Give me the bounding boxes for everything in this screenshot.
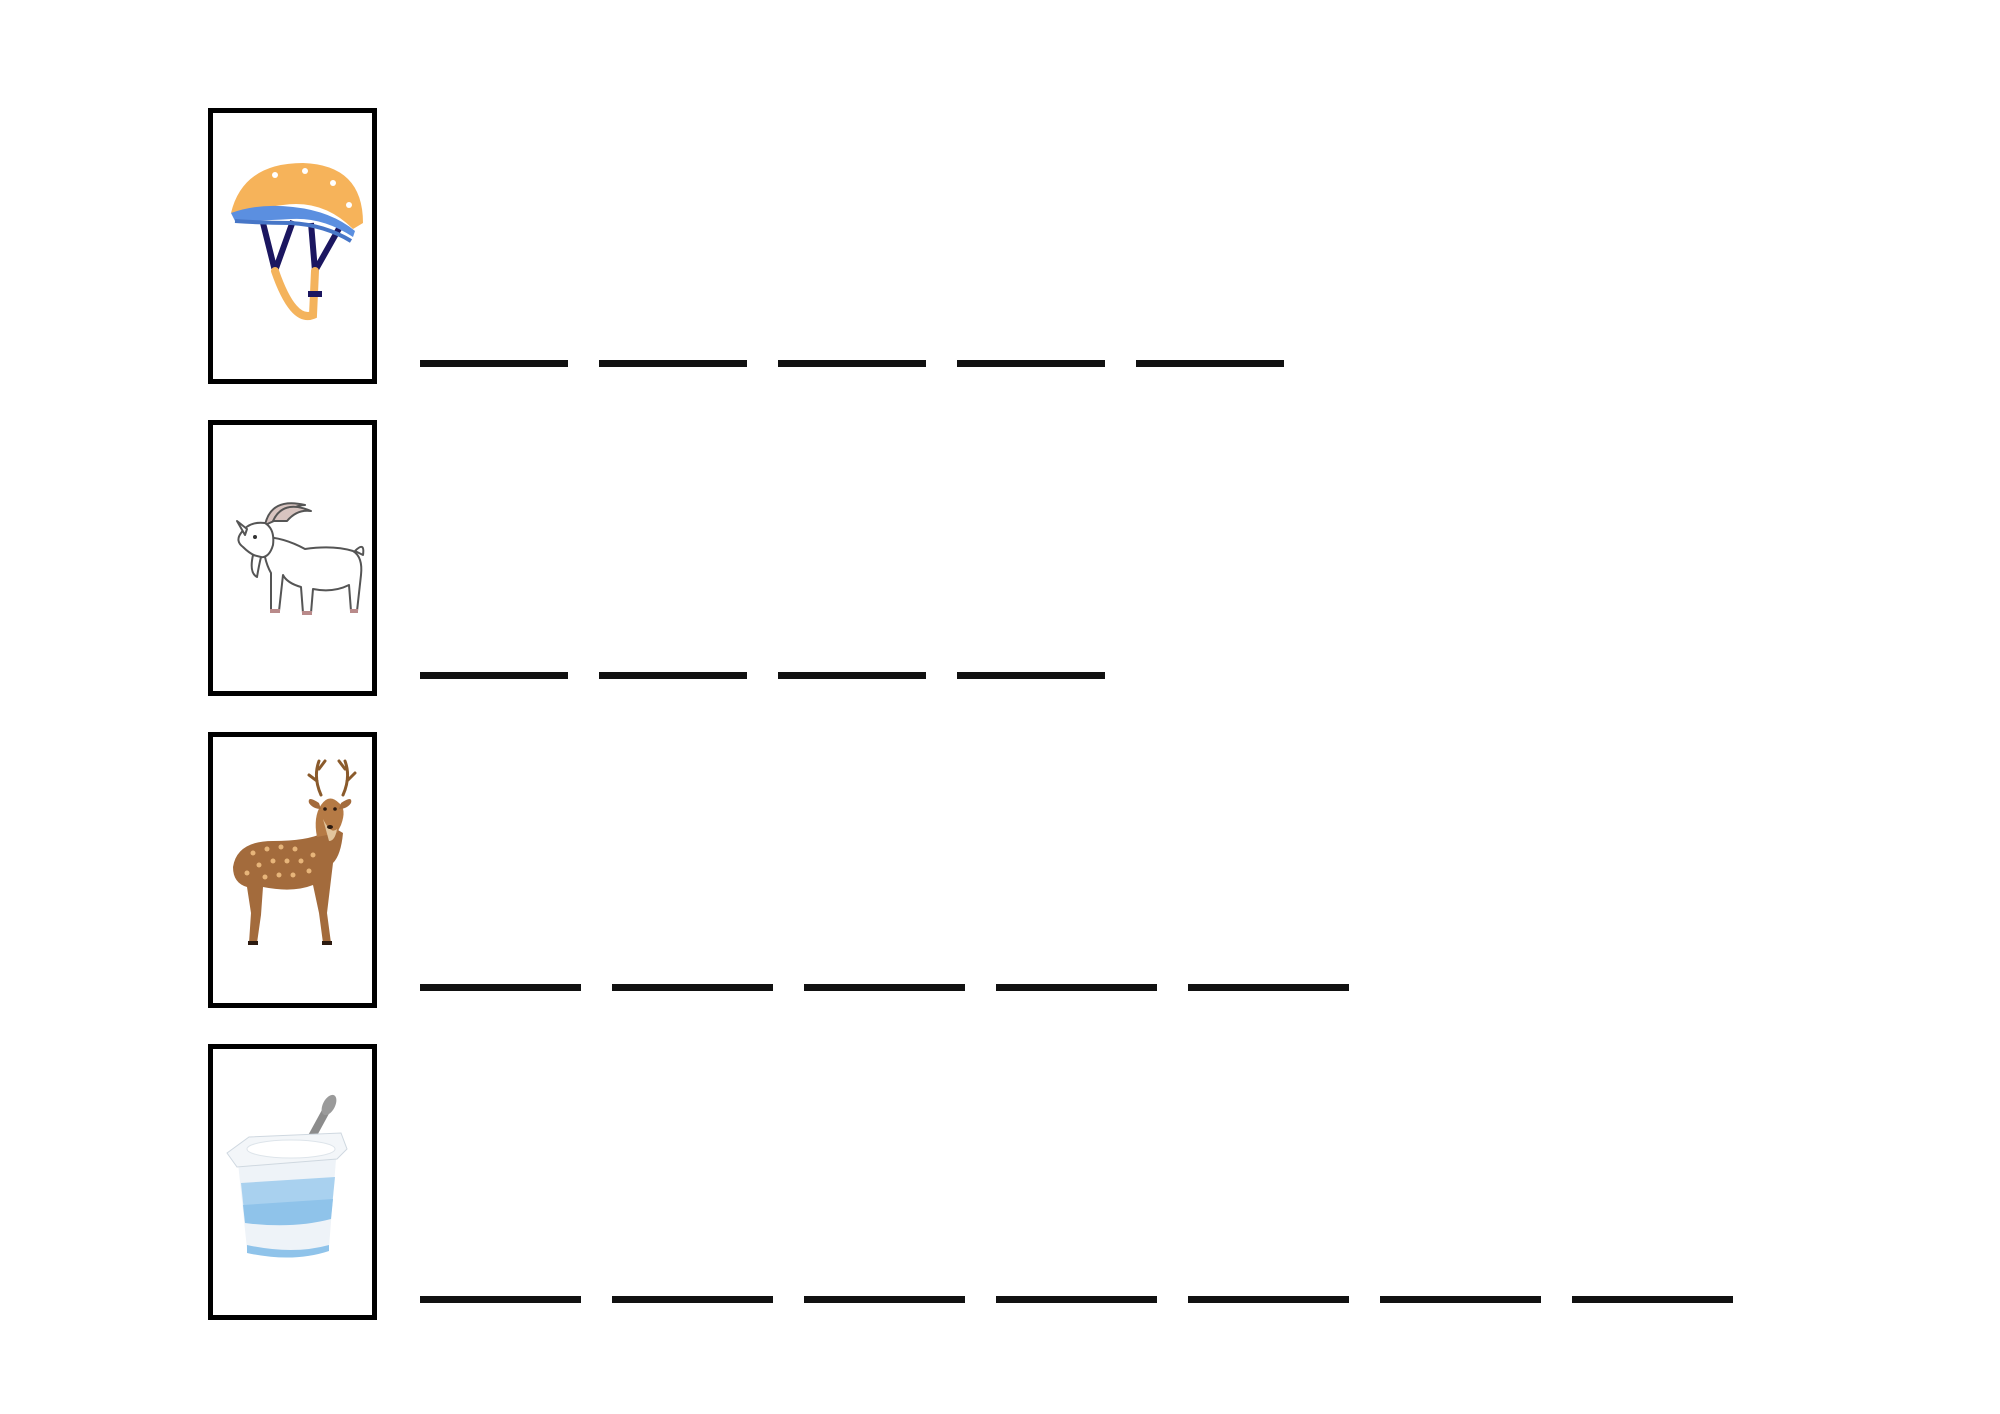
letter-blank[interactable] bbox=[957, 360, 1105, 367]
letter-blank[interactable] bbox=[599, 360, 747, 367]
letter-blank[interactable] bbox=[612, 1296, 773, 1303]
picture-card bbox=[208, 108, 377, 384]
letter-blank[interactable] bbox=[420, 1296, 581, 1303]
letter-blank[interactable] bbox=[1136, 360, 1284, 367]
helmet-icon bbox=[231, 163, 363, 321]
goat-icon bbox=[236, 502, 365, 615]
yogurt-icon bbox=[226, 1094, 348, 1258]
letter-blank[interactable] bbox=[612, 984, 773, 991]
letter-blank[interactable] bbox=[1188, 984, 1349, 991]
worksheet-row-yogurt bbox=[0, 1044, 2000, 1320]
letter-blank[interactable] bbox=[1572, 1296, 1733, 1303]
letter-blank[interactable] bbox=[1380, 1296, 1541, 1303]
letter-blank[interactable] bbox=[420, 672, 568, 679]
letter-blank[interactable] bbox=[420, 360, 568, 367]
letter-blank[interactable] bbox=[1188, 1296, 1349, 1303]
deer-icon bbox=[233, 759, 357, 945]
picture-card bbox=[208, 732, 377, 1008]
worksheet-row-deer bbox=[0, 732, 2000, 1008]
worksheet-row-helmet bbox=[0, 108, 2000, 384]
letter-blank[interactable] bbox=[804, 1296, 965, 1303]
letter-blank[interactable] bbox=[996, 984, 1157, 991]
worksheet-row-goat bbox=[0, 420, 2000, 696]
picture-card bbox=[208, 1044, 377, 1320]
letter-blank[interactable] bbox=[996, 1296, 1157, 1303]
letter-blank[interactable] bbox=[778, 672, 926, 679]
picture-card bbox=[208, 420, 377, 696]
letter-blank[interactable] bbox=[804, 984, 965, 991]
letter-blank[interactable] bbox=[957, 672, 1105, 679]
letter-blank[interactable] bbox=[420, 984, 581, 991]
letter-blank[interactable] bbox=[778, 360, 926, 367]
letter-blank[interactable] bbox=[599, 672, 747, 679]
